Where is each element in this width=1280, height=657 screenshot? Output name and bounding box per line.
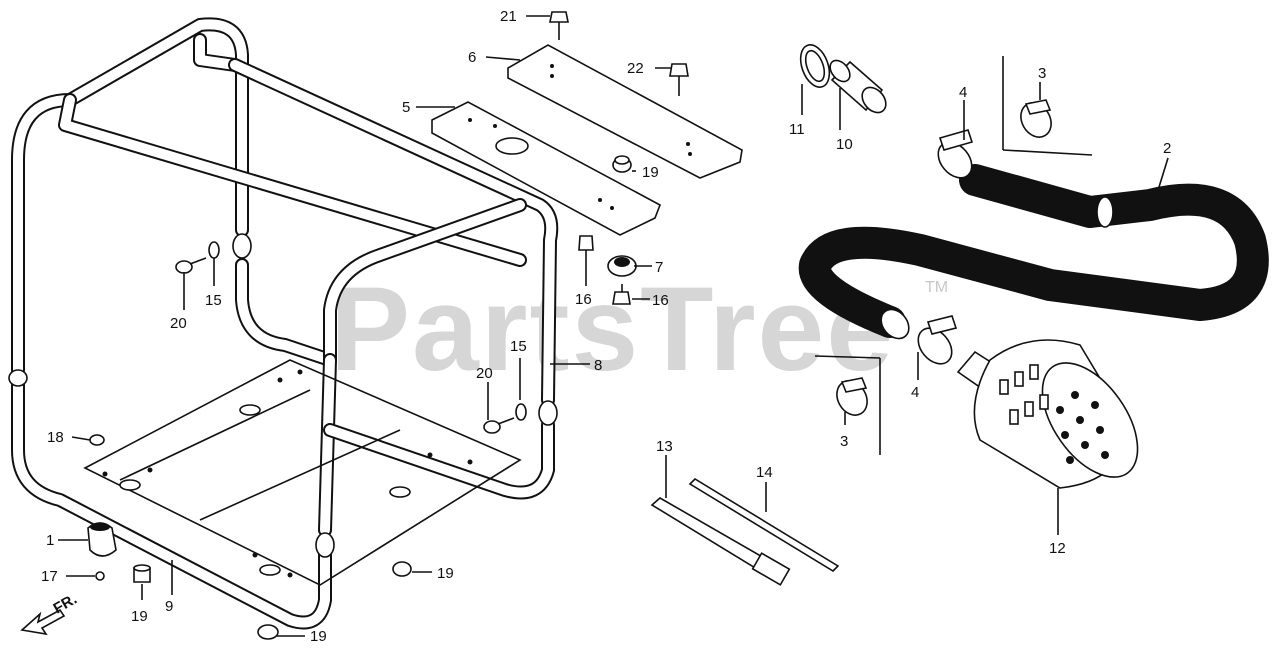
hose-clamp-3-lower bbox=[836, 377, 868, 416]
foot-1 bbox=[87, 522, 117, 557]
bolt-17 bbox=[95, 571, 105, 581]
callout-15-right: 15 bbox=[510, 338, 527, 355]
callout-7: 7 bbox=[655, 259, 663, 276]
callout-10: 10 bbox=[836, 136, 853, 153]
hose-clamp-3-upper bbox=[1020, 99, 1052, 138]
callout-18: 18 bbox=[47, 429, 64, 446]
watermark-text: PartsTree bbox=[330, 262, 895, 396]
nut-19-bottom bbox=[257, 624, 279, 640]
callout-19-bottom: 19 bbox=[310, 628, 327, 645]
callout-14: 14 bbox=[756, 464, 773, 481]
bolt-22 bbox=[669, 63, 689, 96]
callout-16-upper: 16 bbox=[575, 291, 592, 308]
callout-4-lower: 4 bbox=[911, 384, 919, 401]
callout-19-left: 19 bbox=[131, 608, 148, 625]
callout-21: 21 bbox=[500, 8, 517, 25]
leader-lines bbox=[58, 15, 1169, 637]
mounting-plate-5 bbox=[431, 101, 661, 236]
callout-labels: 21 6 22 5 19 7 16 16 20 15 15 20 8 18 1 … bbox=[41, 8, 1171, 645]
nut-19-top bbox=[612, 155, 632, 173]
hose-joint-10 bbox=[829, 59, 887, 114]
watermark-trademark: TM bbox=[925, 279, 948, 296]
callout-17: 17 bbox=[41, 568, 58, 585]
callout-3-lower: 3 bbox=[840, 433, 848, 450]
tool-bar-14 bbox=[688, 477, 840, 573]
callout-20-right: 20 bbox=[476, 365, 493, 382]
o-ring-11 bbox=[799, 44, 831, 88]
callout-19-mid: 19 bbox=[437, 565, 454, 582]
callout-4-upper: 4 bbox=[959, 84, 967, 101]
callout-11: 11 bbox=[789, 121, 805, 138]
callout-19-top: 19 bbox=[642, 164, 659, 181]
bolt-16-lower bbox=[612, 284, 631, 305]
callout-12: 12 bbox=[1049, 540, 1066, 557]
bolt-20-right bbox=[483, 417, 515, 434]
callout-20-left: 20 bbox=[170, 315, 187, 332]
suction-hose-2 bbox=[798, 164, 1269, 340]
washer-15-right bbox=[515, 403, 527, 421]
strainer-12 bbox=[956, 339, 1139, 489]
hose-clamp-4-lower bbox=[917, 315, 958, 365]
bolt-16-upper bbox=[578, 235, 594, 276]
callout-15-left: 15 bbox=[205, 292, 222, 309]
bolt-21 bbox=[549, 11, 569, 40]
grommet-7 bbox=[607, 255, 637, 277]
washer-15-left bbox=[208, 241, 220, 259]
callout-8: 8 bbox=[594, 357, 602, 374]
callout-13: 13 bbox=[656, 438, 673, 455]
callout-6: 6 bbox=[468, 49, 476, 66]
callout-3-upper: 3 bbox=[1038, 65, 1046, 82]
mounting-plate-6 bbox=[507, 44, 743, 179]
bolt-20-left bbox=[175, 257, 207, 274]
callout-2: 2 bbox=[1163, 140, 1171, 157]
callout-9: 9 bbox=[165, 598, 173, 615]
nut-19-left bbox=[133, 564, 151, 583]
frame-base-plate bbox=[83, 359, 522, 586]
nut-19-mid bbox=[392, 561, 412, 577]
front-direction-arrow bbox=[20, 608, 66, 636]
callout-16-lower: 16 bbox=[652, 292, 669, 309]
callout-1: 1 bbox=[46, 532, 54, 549]
callout-22: 22 bbox=[627, 60, 644, 77]
nut-18 bbox=[89, 434, 105, 446]
callout-5: 5 bbox=[402, 99, 410, 116]
tool-rod-13 bbox=[650, 497, 791, 586]
frame-tube bbox=[8, 17, 559, 630]
